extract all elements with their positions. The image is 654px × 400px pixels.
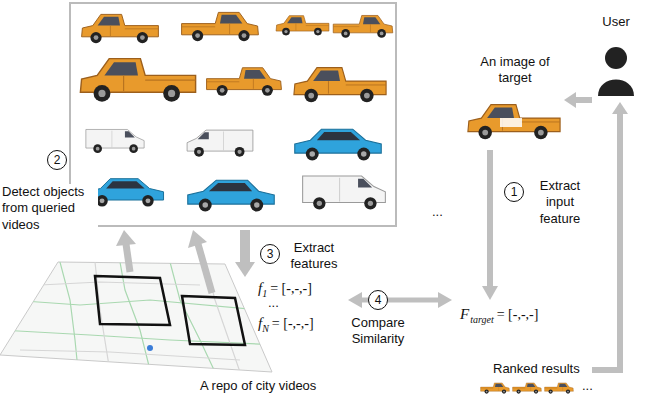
query-region xyxy=(182,296,245,345)
illustration-rect xyxy=(500,118,522,127)
output-caption: Ranked results xyxy=(493,361,580,377)
illustration-g xyxy=(188,180,274,211)
ellipsis: ... xyxy=(432,204,443,220)
illustration-polyline xyxy=(60,262,78,370)
sedan-image xyxy=(295,129,381,160)
step-number-circle: 3 xyxy=(260,244,280,264)
step-number-circle: 1 xyxy=(504,182,524,202)
illustration-line xyxy=(126,244,130,272)
illustration-line xyxy=(487,150,493,288)
feature-subscript: target xyxy=(470,314,494,327)
illustration-circle xyxy=(605,47,627,69)
pickup-image xyxy=(182,12,259,41)
ellipsis: ... xyxy=(582,378,593,394)
pickup-image xyxy=(333,15,393,37)
step-number-circle: 4 xyxy=(368,290,388,310)
ellipsis: ... xyxy=(268,295,279,311)
pickup-image xyxy=(545,383,574,394)
step-description: Extract input feature xyxy=(528,178,592,227)
illustration-g xyxy=(80,59,195,102)
step-number-circle: 2 xyxy=(47,150,67,170)
illustration-g xyxy=(187,130,253,157)
feature-vector: = [-,-,-] xyxy=(497,306,539,324)
input-caption: An image of target xyxy=(466,54,564,87)
illustration-polyline xyxy=(10,300,260,310)
illustration-line xyxy=(240,230,250,264)
candidate-cars xyxy=(80,12,392,211)
actor-label: User xyxy=(594,14,638,30)
step-number: 4 xyxy=(375,294,382,306)
pickup-image xyxy=(82,14,159,43)
illustration-polyline xyxy=(40,282,200,285)
illustration-line xyxy=(574,97,592,103)
illustration-g xyxy=(0,262,280,372)
van-image xyxy=(187,130,253,157)
feature-subscript: N xyxy=(262,323,269,336)
step-number: 1 xyxy=(511,186,518,198)
pickup-image xyxy=(481,383,510,394)
illustration-g xyxy=(294,68,386,103)
illustration-g xyxy=(276,16,329,36)
illustration-polygon xyxy=(235,262,255,277)
step-description: Compare Similarity xyxy=(342,315,414,348)
city-map xyxy=(0,262,280,372)
illustration-circle xyxy=(147,345,153,351)
illustration-polygon xyxy=(116,230,136,246)
illustration-polyline xyxy=(20,350,240,360)
illustration-line xyxy=(198,244,212,293)
van-image xyxy=(86,129,144,153)
pickup-image xyxy=(276,16,329,36)
query-region xyxy=(95,276,170,325)
step-number: 2 xyxy=(54,154,61,166)
illustration-path xyxy=(598,80,634,97)
ranked-results xyxy=(481,383,574,394)
illustration-polygon xyxy=(482,286,498,300)
illustration-polygon xyxy=(188,230,207,248)
step-description: Detect objects from queried videos xyxy=(2,184,98,233)
van-image xyxy=(303,176,386,209)
pickup-image xyxy=(80,59,195,102)
candidate-frame xyxy=(70,3,396,226)
step-description: Extract features xyxy=(282,240,346,273)
target-image xyxy=(468,105,560,140)
illustration-g xyxy=(82,14,159,43)
feature-subscript: 1 xyxy=(262,288,267,301)
illustration-polygon xyxy=(348,292,362,308)
feature-symbol: F xyxy=(460,305,469,324)
step-number: 3 xyxy=(267,248,274,260)
illustration-polygon xyxy=(0,262,272,372)
feature-vector: = [-,-,-] xyxy=(272,315,314,333)
pickup-image xyxy=(207,68,282,96)
user-icon xyxy=(598,47,634,96)
sedan-image xyxy=(188,180,274,211)
illustration-polygon xyxy=(612,102,628,114)
illustration-g xyxy=(468,105,560,140)
illustration-polyline xyxy=(592,112,620,370)
sedan-image xyxy=(86,179,163,207)
map-caption: A repo of city videos xyxy=(200,378,316,394)
illustration-polyline xyxy=(95,262,110,372)
flow-arrows xyxy=(116,92,628,370)
pickup-image xyxy=(294,68,386,103)
pickup-image xyxy=(468,105,560,140)
illustration-polygon xyxy=(564,92,576,108)
illustration-polygon xyxy=(438,292,452,308)
pickup-image xyxy=(513,383,542,394)
